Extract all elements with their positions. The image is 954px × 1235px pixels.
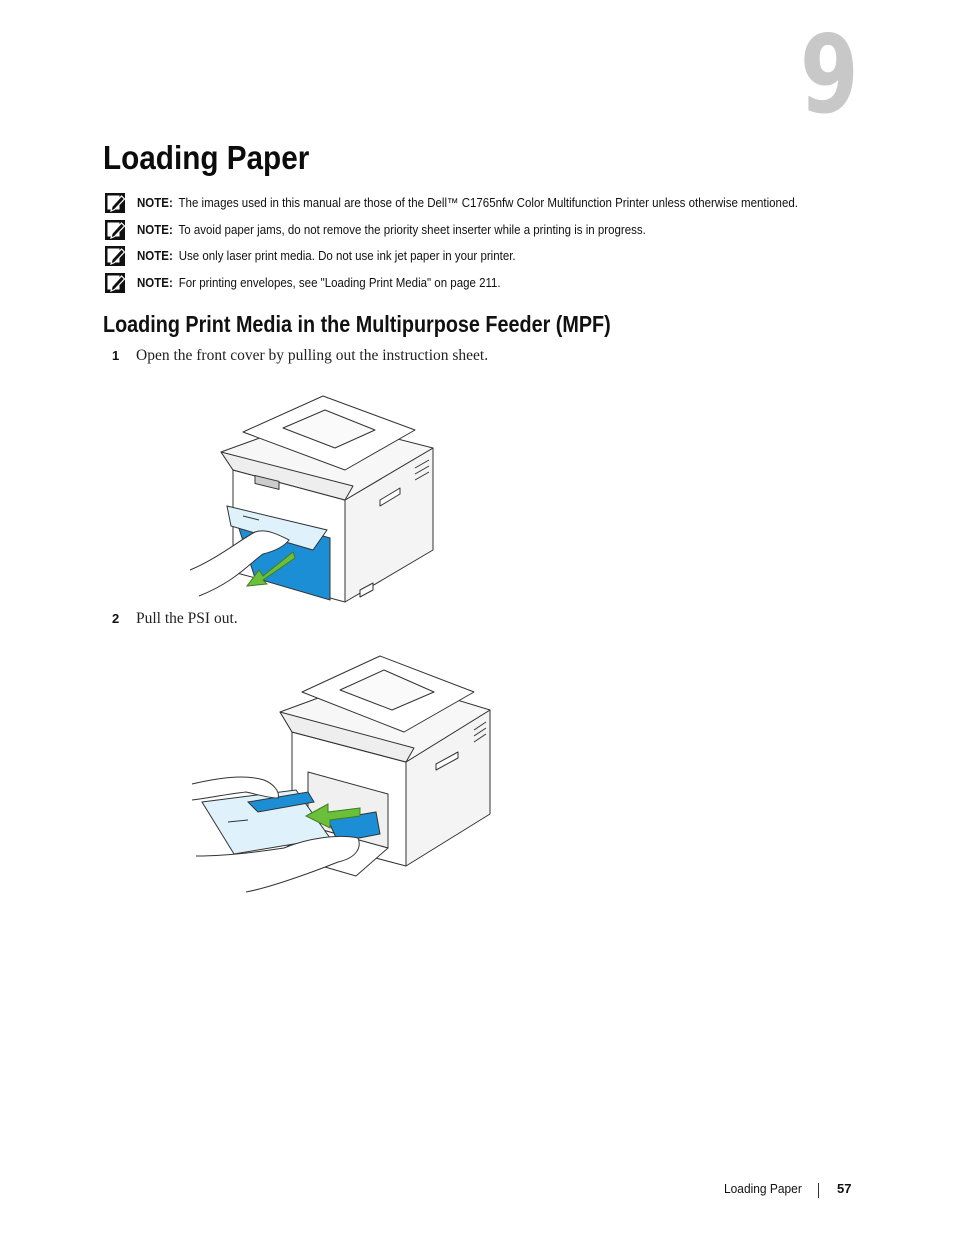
- note-label: NOTE:: [137, 276, 173, 290]
- note-label: NOTE:: [137, 196, 173, 210]
- pencil-note-icon: [105, 220, 125, 240]
- step-number: 1: [112, 348, 120, 363]
- note-2: NOTE: To avoid paper jams, do not remove…: [105, 220, 905, 240]
- note-text: To avoid paper jams, do not remove the p…: [178, 223, 646, 237]
- printer-open-front-cover-illustration: [189, 395, 434, 603]
- note-label: NOTE:: [137, 223, 173, 237]
- printer-pull-psi-illustration: [191, 655, 491, 893]
- note-3: NOTE: Use only laser print media. Do not…: [105, 246, 905, 266]
- note-label: NOTE:: [137, 249, 173, 263]
- section-heading: Loading Print Media in the Multipurpose …: [103, 311, 611, 337]
- pencil-note-icon: [105, 273, 125, 293]
- step-text: Open the front cover by pulling out the …: [136, 347, 489, 364]
- note-text: Use only laser print media. Do not use i…: [178, 249, 516, 263]
- note-text: For printing envelopes, see "Loading Pri…: [178, 276, 501, 290]
- note-1: NOTE: The images used in this manual are…: [105, 193, 905, 213]
- chapter-number: 9: [800, 13, 859, 138]
- note-text: The images used in this manual are those…: [178, 196, 798, 210]
- note-4: NOTE: For printing envelopes, see "Loadi…: [105, 273, 905, 293]
- step-text: Pull the PSI out.: [136, 610, 238, 627]
- pencil-note-icon: [105, 193, 125, 213]
- page-number: 57: [837, 1181, 852, 1196]
- step-number: 2: [112, 611, 120, 626]
- page-title: Loading Paper: [103, 139, 310, 176]
- footer-divider: [818, 1183, 819, 1198]
- footer-section-label: Loading Paper: [724, 1181, 802, 1196]
- pencil-note-icon: [105, 246, 125, 266]
